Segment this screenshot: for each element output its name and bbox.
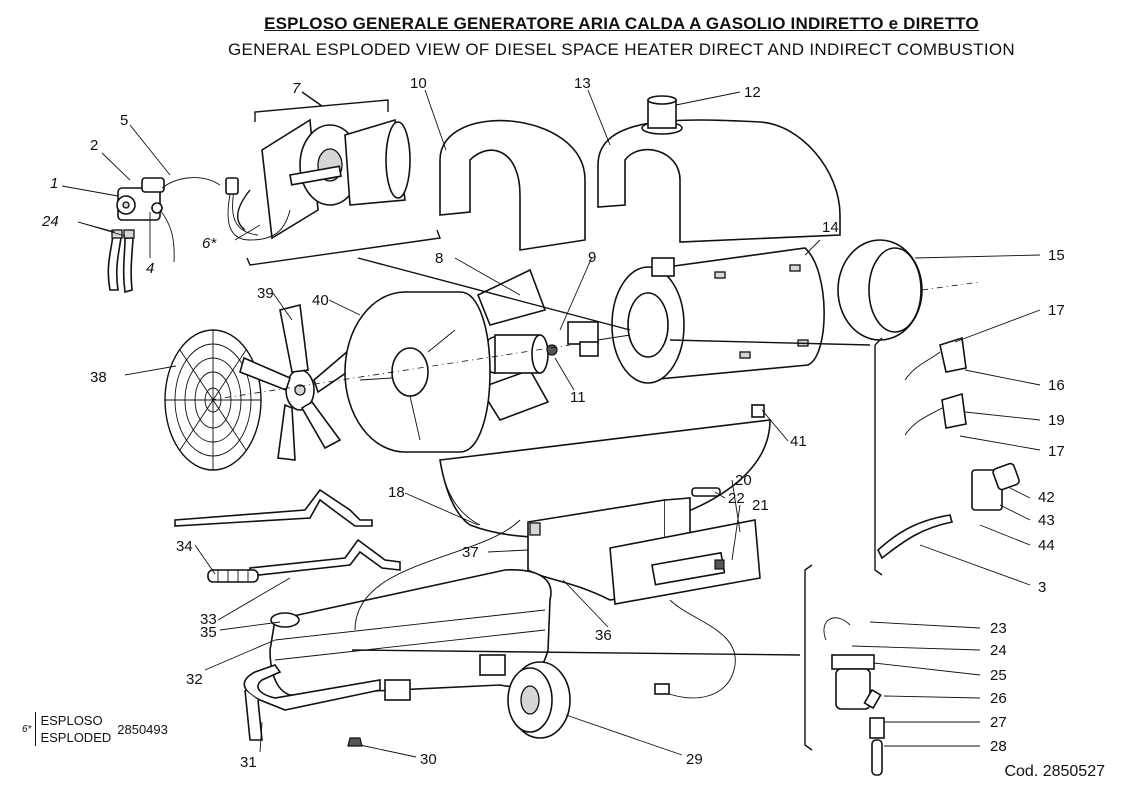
label-31: 31 [240, 754, 257, 771]
cart-frame-lower [249, 538, 401, 577]
burner-group-bracket [246, 91, 441, 266]
label-21: 21 [752, 497, 769, 514]
label-12: 12 [744, 84, 761, 101]
note-words: ESPLOSO ESPLODED [35, 712, 111, 746]
label-16: 16 [1048, 377, 1065, 394]
tank-cap [270, 612, 300, 628]
label-27: 27 [990, 714, 1007, 731]
nut-30 [347, 737, 363, 747]
fan-grille [164, 329, 262, 471]
label-29: 29 [686, 751, 703, 768]
label-37: 37 [462, 544, 479, 561]
label-40: 40 [312, 292, 329, 309]
label-2: 2 [90, 137, 98, 154]
label-18: 18 [388, 484, 405, 501]
part-number-labels: 1 2 5 24 4 6* 7 10 13 12 14 15 17 16 19 … [41, 75, 1065, 771]
label-24-left: 24 [41, 213, 59, 230]
label-17-top: 17 [1048, 302, 1065, 319]
cart-handle [243, 664, 381, 741]
fuel-hoses [107, 229, 135, 294]
flame-sensor [877, 462, 1020, 560]
solenoid-valve [546, 321, 631, 357]
label-41: 41 [790, 433, 807, 450]
mounting-bracket [476, 268, 550, 421]
power-cable [659, 599, 736, 699]
label-15: 15 [1048, 247, 1065, 264]
label-30: 30 [420, 751, 437, 768]
note-line-1: ESPLOSO [40, 713, 103, 728]
label-44: 44 [1038, 537, 1055, 554]
label-4: 4 [146, 260, 154, 277]
label-38: 38 [90, 369, 107, 386]
label-5: 5 [120, 112, 128, 129]
label-43: 43 [1038, 512, 1055, 529]
title-italian: ESPLOSO GENERALE GENERATORE ARIA CALDA A… [264, 14, 979, 33]
fan-axis [209, 344, 571, 401]
label-35: 35 [200, 624, 217, 641]
axle-spring [207, 569, 259, 583]
pump-cable-2 [159, 209, 175, 263]
fuel-filter-bracket [804, 564, 813, 751]
power-plug [654, 683, 670, 695]
arrow-burner-chamber [357, 257, 631, 331]
arrow-filter [351, 649, 801, 656]
burner-assembly [237, 118, 411, 240]
wheel [507, 661, 571, 739]
note-line-2: ESPLODED [40, 730, 112, 745]
flue-outlet [641, 95, 683, 135]
fan-housing [344, 291, 491, 453]
title-english: GENERAL ESPLODED VIEW OF DIESEL SPACE HE… [227, 40, 1015, 59]
front-shell-cover [439, 119, 586, 251]
label-3: 3 [1038, 579, 1046, 596]
fan-motor [482, 334, 549, 374]
fuel-tank [269, 569, 552, 701]
label-19: 19 [1048, 412, 1065, 429]
fuel-line [354, 519, 521, 631]
label-11: 11 [570, 389, 586, 406]
label-23: 23 [990, 620, 1007, 637]
label-6: 6* [202, 235, 217, 252]
outlet-ring [837, 239, 981, 341]
arrow-thermostat [669, 339, 871, 346]
exploded-code-note: 6* ESPLOSO ESPLODED 2850493 [22, 712, 168, 746]
fuel-pump [116, 177, 165, 221]
top-shell-cover [597, 119, 841, 243]
combustion-chamber [611, 247, 825, 384]
label-8: 8 [435, 250, 443, 267]
label-32: 32 [186, 671, 203, 688]
label-9: 9 [588, 249, 596, 266]
label-28: 28 [990, 738, 1007, 755]
ignition-cables [225, 177, 291, 241]
label-33: 33 [200, 611, 217, 628]
label-36: 36 [595, 627, 612, 644]
label-34: 34 [176, 538, 193, 555]
label-1: 1 [50, 175, 58, 192]
label-10: 10 [410, 75, 427, 92]
note-star: 6* [22, 723, 32, 735]
label-14: 14 [822, 219, 839, 236]
label-42: 42 [1038, 489, 1055, 506]
label-24-right: 24 [990, 642, 1007, 659]
label-25: 25 [990, 667, 1007, 684]
leader-lines [61, 89, 1041, 758]
label-7: 7 [292, 80, 301, 97]
label-26: 26 [990, 690, 1007, 707]
document-code: Cod. 2850527 [1004, 763, 1105, 780]
fuel-filter [823, 617, 885, 776]
note-code: 2850493 [117, 721, 168, 737]
label-39: 39 [257, 285, 274, 302]
label-13: 13 [574, 75, 591, 92]
thermostat-bracket [874, 336, 967, 576]
cart-frame-upper [174, 488, 373, 527]
label-20: 20 [735, 472, 752, 489]
label-22: 22 [728, 490, 745, 507]
label-17-bottom: 17 [1048, 443, 1065, 460]
control-panel [609, 487, 761, 605]
pump-cable [161, 177, 221, 189]
